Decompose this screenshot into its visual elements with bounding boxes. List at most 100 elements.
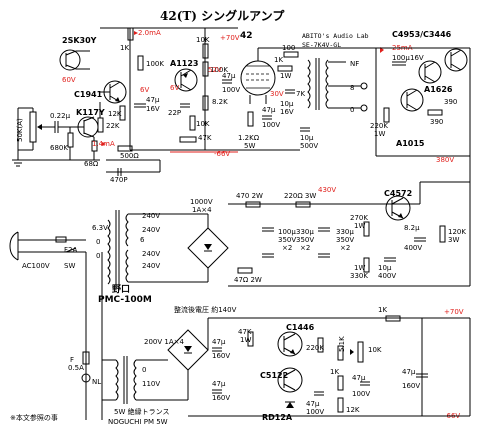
br-1ax4-label: 1A×4: [192, 206, 212, 214]
v6a-label: 6V: [140, 86, 149, 94]
c10-400-label: 10μ: [378, 264, 392, 272]
otp-primary-label: 7K: [296, 90, 305, 98]
c100v3-label: 100V: [306, 408, 324, 416]
c022-label: 0.22μ: [50, 112, 71, 120]
hv-supply: AC100V F2A SW 6.3V 240V 6 240V 240V 240V…: [9, 181, 471, 305]
r12k-b-label: 12K: [346, 406, 360, 414]
otp-nf-label: NF: [350, 60, 359, 68]
c350v-label: 350V: [278, 236, 296, 244]
q10-label: C5122: [260, 371, 288, 380]
c47-f-label: 47μ: [352, 374, 366, 382]
c16v2-label: 16V: [280, 108, 294, 116]
r3w-label: 3W: [448, 236, 459, 244]
nl-label: NL: [92, 378, 101, 386]
r47k-b-label: 47K: [238, 328, 252, 336]
q3-label: K117Y: [76, 108, 105, 117]
itr-v0c: 0: [142, 366, 146, 374]
c160v-label: 160V: [212, 394, 230, 402]
r10k-a-label: 10K: [196, 36, 210, 44]
c8-label: 8.2μ: [404, 224, 420, 232]
c160v3-label: 160V: [402, 382, 420, 390]
c47-e-label: 47μ: [306, 400, 320, 408]
r5w-label: 5W: [244, 142, 255, 150]
v60-label: 60V: [62, 76, 76, 84]
r68-label: 68Ω: [84, 160, 99, 168]
c300-a-label: 330μ: [296, 228, 314, 236]
otp-8-label: 8: [350, 84, 354, 92]
r16v-label: 16V: [410, 54, 424, 62]
itr-v110: 110V: [142, 380, 160, 388]
r2000-label: 390: [444, 98, 457, 106]
zener-label: RD12A: [262, 413, 293, 422]
otp-model: SE-7K4V-GL: [302, 41, 341, 49]
v52-label: 52V: [208, 66, 222, 74]
r22k-a-label: 22K: [106, 122, 120, 130]
c10-label: 10μ: [280, 100, 294, 108]
r1w5-label: 1W: [240, 336, 251, 344]
r12k-a-label: 12K: [108, 110, 122, 118]
c47-b-label: 47μ: [222, 72, 236, 80]
q2-label: C1941: [74, 90, 103, 99]
plus70a-label: +70V: [220, 34, 240, 42]
plus70b-label: +70V: [444, 308, 464, 316]
c160v2-label: 160V: [212, 352, 230, 360]
ptr-name: 野口: [112, 284, 130, 295]
r1k-d-label: 1K: [378, 306, 387, 314]
r1w4-label: 1W: [354, 264, 365, 272]
r1w-label: 1W: [280, 72, 291, 80]
r390-label: 390: [430, 118, 443, 126]
c300-b-label: 330μ: [336, 228, 354, 236]
q9-label: C1446: [286, 323, 315, 332]
r100k-b-label: 100K: [210, 66, 228, 74]
c47-g-label: 47μ: [212, 338, 226, 346]
i1-label: 2.0mA: [138, 29, 161, 37]
fuse2-label: F: [70, 356, 74, 364]
ccs-stage: C4953/C3446 25mA 100μ 16V A1626 390 220K…: [370, 30, 471, 182]
r470-label: 470 2W: [236, 192, 263, 200]
r680k-label: 680K: [50, 144, 68, 152]
q6-label: A1626: [424, 85, 453, 94]
tube-label: 42: [240, 31, 253, 41]
c350v2-label: 350V: [296, 236, 314, 244]
r10k-b-label: 10K: [196, 120, 210, 128]
r220k-label: 220K: [370, 122, 388, 130]
c470p-label: 470P: [110, 176, 128, 184]
r220k-b-label: 220K: [306, 344, 324, 352]
r10k-c-label: 10K: [368, 346, 382, 354]
tube-stage: 42 30V 1K 1W 10μ 16V 1.2KΩ 5W 47μ 100V A…: [238, 31, 376, 151]
c400v-label: 400V: [378, 272, 396, 280]
input-stage: 50K(A) 0.22μ 680K K117Y 68Ω 1.4mA 2SK30Y: [12, 27, 240, 184]
q5-label: C4953/C3446: [392, 30, 452, 39]
v6b-label: 6V: [170, 84, 179, 92]
ptr-v0a: 0: [96, 238, 100, 246]
c100v-label: 100V: [222, 86, 240, 94]
fuse2-val: 0.5A: [68, 364, 84, 372]
v430-label: 430V: [318, 186, 336, 194]
lv-supply: F 0.5A NL 0 110V 5W 絶縁トランス NOGUCHI PM 5W…: [68, 252, 471, 426]
ptr-v240b: 240V: [142, 226, 160, 234]
r1k-b-label: 1K: [274, 56, 283, 64]
itr-line2: NOGUCHI PM 5W: [108, 418, 168, 426]
ptr-v6: 6: [140, 236, 145, 244]
ptr-v240a: 240V: [142, 212, 160, 220]
c100v2-label: 100V: [262, 121, 280, 129]
cx2b-label: ×2: [300, 244, 310, 252]
reg-voltage-label: 整流後電圧 約140V: [174, 305, 237, 314]
vol-label: 50K(A): [16, 118, 24, 142]
minus66a-label: -66V: [214, 150, 230, 158]
br-1000-label: 1000V: [190, 198, 213, 206]
ptr-v63: 6.3V: [92, 224, 108, 232]
c47-a-label: 47μ: [146, 96, 160, 104]
r500-label: 500Ω: [120, 152, 139, 160]
r270k-label: 270K: [350, 214, 368, 222]
q8-label: C4572: [384, 189, 412, 198]
sw-label: SW: [64, 262, 75, 270]
c100-label: 10μ: [300, 134, 314, 142]
r8k-label: 8.2K: [212, 98, 228, 106]
c47-c-label: 47μ: [262, 106, 276, 114]
c22p-label: 22P: [168, 109, 181, 117]
itr-line1: 5W 絶縁トランス: [114, 407, 169, 416]
c100v4-label: 100V: [352, 390, 370, 398]
r1w2-label: 1W: [374, 130, 385, 138]
ptr-v0b: 0: [96, 252, 100, 260]
